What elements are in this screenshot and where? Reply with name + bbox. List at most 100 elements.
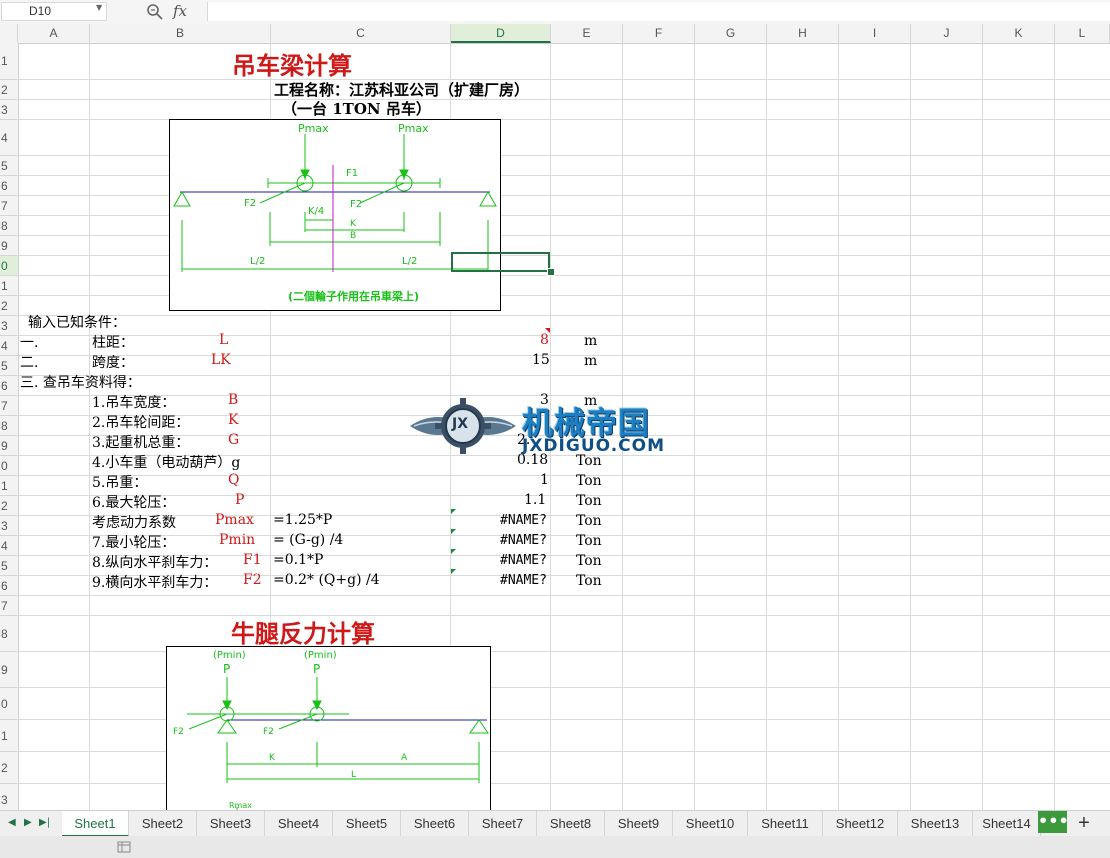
crane-beam-diagram[interactable]: Pmax Pmax F1 F2 F2 K/4 K B L/2 L/2 (二個輪子… [169,119,501,311]
column-header-e[interactable]: E [551,24,623,43]
row-header-5[interactable]: 5 [0,156,18,176]
sheet-tab-sheet6[interactable]: Sheet6 [401,811,469,837]
chevron-down-icon[interactable]: ▼ [96,3,103,12]
r9-value[interactable]: #NAME? [500,553,547,568]
row-header-9[interactable]: 9 [0,236,18,256]
sheet-tab-sheet9[interactable]: Sheet9 [605,811,673,837]
row-header-21[interactable]: 1 [0,476,18,496]
selected-cell[interactable] [451,252,550,272]
r10-formula[interactable]: =0.2* (Q+g) /4 [273,572,380,588]
row-header-22[interactable]: 2 [0,496,18,516]
row-header-15[interactable]: 5 [0,356,18,376]
sheet-tab-sheet13[interactable]: Sheet13 [898,811,973,837]
fill-handle[interactable] [547,268,555,276]
magnifier-icon[interactable] [146,3,164,21]
sheet-tab-sheet10[interactable]: Sheet10 [673,811,748,837]
sheet-tab-sheet7[interactable]: Sheet7 [469,811,537,837]
column-header-i[interactable]: I [839,24,911,43]
sheet-tab-sheet5[interactable]: Sheet5 [333,811,401,837]
row-header-33[interactable]: 3 [0,784,18,810]
name-box[interactable]: D10 [1,2,107,21]
sheet-tab-sheet4[interactable]: Sheet4 [265,811,333,837]
row-header-12[interactable]: 2 [0,296,18,316]
row-header-20[interactable]: 0 [0,456,18,476]
row-header-14[interactable]: 4 [0,336,18,356]
row-header-24[interactable]: 4 [0,536,18,556]
r7-formula[interactable]: =1.25*P [273,512,333,528]
r8-formula[interactable]: = (G-g) /4 [273,532,344,548]
r5-value[interactable]: 1 [540,472,549,488]
r6-value[interactable]: 1.1 [524,492,547,508]
select-all-corner[interactable] [0,24,18,43]
row-header-2[interactable]: 2 [0,80,18,100]
row-header-4[interactable]: 4 [0,120,18,156]
row-header-11[interactable]: 1 [0,276,18,296]
column-header-c[interactable]: C [271,24,451,43]
r7-value[interactable]: #NAME? [500,513,547,528]
row-header-10[interactable]: 0 [0,256,18,276]
column-header-a[interactable]: A [18,24,90,43]
error-indicator[interactable] [451,529,456,534]
column-header-d[interactable]: D [451,24,551,43]
first-sheet-icon[interactable]: ◀ [8,817,16,828]
row-header-23[interactable]: 3 [0,516,18,536]
sheet-tab-sheet14[interactable]: Sheet14 [973,811,1041,837]
row-header-30[interactable]: 0 [0,688,18,720]
item1-number: 一. [20,335,39,351]
more-sheets-button[interactable]: ••• [1038,811,1069,833]
sheet-tab-sheet8[interactable]: Sheet8 [537,811,605,837]
row-header-31[interactable]: 1 [0,720,18,752]
error-indicator[interactable] [451,569,456,574]
error-indicator[interactable] [451,509,456,514]
column-header-h[interactable]: H [767,24,839,43]
next-sheet-icon[interactable]: ▶ [24,817,32,828]
r4-unit: Ton [576,453,602,469]
sheet-tab-sheet1[interactable]: Sheet1 [62,811,129,837]
r6-symbol: P [235,492,245,508]
row-header-16[interactable]: 6 [0,376,18,396]
row-header-6[interactable]: 6 [0,176,18,196]
error-indicator[interactable] [451,549,456,554]
fx-button[interactable]: fx [173,2,188,20]
corbel-reaction-diagram[interactable]: (Pmin) (Pmin) P P F2 F2 K A L Rmax [166,646,491,812]
row-header-7[interactable]: 7 [0,196,18,216]
sheet-tab-sheet2[interactable]: Sheet2 [129,811,197,837]
column-header-f[interactable]: F [623,24,695,43]
column-header-k[interactable]: K [983,24,1055,43]
sheet-view-icon[interactable] [116,840,132,854]
r4-value[interactable]: 0.18 [517,452,549,468]
row-header-13[interactable]: 3 [0,316,18,336]
column-header-b[interactable]: B [90,24,271,43]
row-header-1[interactable]: 1 [0,43,18,80]
item1-value[interactable]: 8 [540,332,549,348]
row-header-29[interactable]: 9 [0,652,18,688]
sheet-tab-sheet3[interactable]: Sheet3 [197,811,265,837]
add-sheet-button[interactable]: + [1078,812,1090,834]
row-header-25[interactable]: 5 [0,556,18,576]
corbel-reaction-title: 牛腿反力计算 [231,620,375,648]
column-header-g[interactable]: G [695,24,767,43]
r1-value[interactable]: 3 [540,392,549,408]
column-header-j[interactable]: J [911,24,983,43]
item2-value[interactable]: 15 [532,352,550,368]
input-header: 输入已知条件： [28,315,126,331]
r9-formula[interactable]: =0.1*P [273,552,324,568]
formula-input[interactable] [207,2,1110,21]
row-header-27[interactable]: 7 [0,596,18,616]
row-header-3[interactable]: 3 [0,100,18,120]
r3-value[interactable]: 2. [517,432,531,448]
row-header-32[interactable]: 2 [0,752,18,784]
r10-value[interactable]: #NAME? [500,573,547,588]
last-sheet-icon[interactable]: ▶| [39,817,51,828]
sheet-tab-sheet12[interactable]: Sheet12 [823,811,898,837]
column-header-l[interactable]: L [1055,24,1110,43]
row-header-28[interactable]: 8 [0,616,18,652]
r8-value[interactable]: #NAME? [500,533,547,548]
sheet-tab-sheet11[interactable]: Sheet11 [748,811,823,837]
row-header-8[interactable]: 8 [0,216,18,236]
row-header-19[interactable]: 9 [0,436,18,456]
row-header-17[interactable]: 7 [0,396,18,416]
worksheet-grid[interactable] [18,43,1110,810]
row-header-26[interactable]: 6 [0,576,18,596]
row-header-18[interactable]: 8 [0,416,18,436]
